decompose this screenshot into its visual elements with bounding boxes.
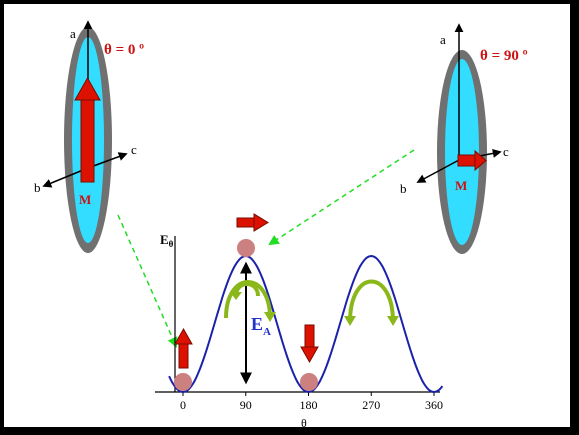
left-ellipsoid: a c b M θ = 0 º: [34, 20, 144, 253]
y-axis-label: Eθ: [160, 232, 174, 249]
dashed-pointer-right: [268, 149, 415, 246]
x-tick-label: 180: [300, 398, 318, 412]
energy-plot: Eθ 0 90 180 270 360 θ EA: [155, 213, 444, 430]
down-arrow-icon: [300, 324, 319, 364]
right-axis-b: [416, 159, 460, 183]
left-moment-arrow-icon: [74, 76, 101, 183]
right-ellipsoid: a c b M θ = 90 º: [400, 23, 528, 254]
dashed-pointer-left: [117, 214, 178, 348]
right-axis-b-label: b: [400, 181, 407, 196]
x-tick-label: 270: [362, 398, 380, 412]
energy-curve: [168, 254, 444, 394]
ball-at-90: [237, 239, 255, 257]
ball-at-180: [300, 373, 318, 391]
left-axis-c-label: c: [131, 142, 137, 157]
y-axis-label-sub: θ: [169, 239, 174, 249]
right-angle-label: θ = 90 º: [480, 48, 528, 64]
right-axis-c-label: c: [503, 144, 509, 159]
x-tick-label: 90: [240, 398, 252, 412]
barrier-label: EA: [251, 314, 271, 338]
right-arrow-icon: [236, 213, 269, 232]
right-axis-a-label: a: [440, 32, 446, 47]
x-ticks: 0 90 180 270 360: [180, 392, 443, 412]
left-axis-b-label: b: [34, 180, 41, 195]
left-moment-label: M: [79, 192, 91, 207]
ball-at-0: [174, 373, 192, 391]
right-moment-arrow-icon: [457, 149, 487, 172]
flip-arrows-first-well: [224, 280, 276, 322]
up-arrow-icon: [174, 327, 193, 369]
x-axis-label: θ: [301, 416, 307, 430]
x-tick-label: 0: [180, 398, 186, 412]
right-moment-label: M: [455, 178, 467, 193]
left-axis-a-label: a: [70, 26, 76, 41]
barrier-label-sub: A: [263, 326, 271, 338]
left-angle-label: θ = 0 º: [104, 42, 144, 58]
flip-arrows-second-well: [344, 279, 399, 326]
x-tick-label: 360: [425, 398, 443, 412]
right-ellipsoid-body: [445, 59, 479, 245]
